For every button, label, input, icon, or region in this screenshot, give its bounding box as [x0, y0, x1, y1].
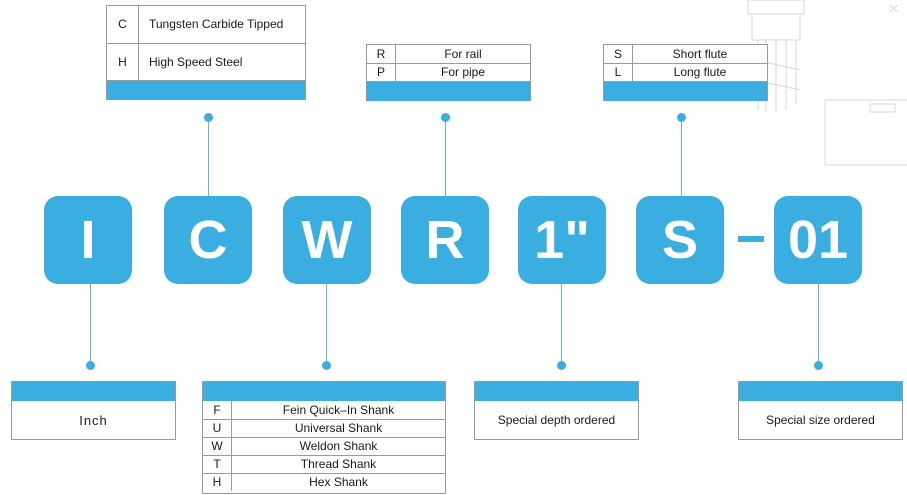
table-header-bar: [107, 80, 305, 99]
code-tile-depth: 1": [518, 196, 606, 284]
code-cell: H: [107, 43, 139, 81]
connector-dot-depth: [557, 361, 566, 370]
code-cell: H: [203, 473, 232, 491]
table-header-bar: [203, 382, 445, 401]
table-row: R For rail: [367, 45, 530, 64]
code-cell: F: [203, 401, 232, 420]
application-table: R For rail P For pipe: [366, 44, 531, 101]
code-tile-material: C: [164, 196, 252, 284]
separator-dash: [738, 236, 764, 242]
table-row: W Weldon Shank: [203, 437, 445, 456]
description-cell: Tungsten Carbide Tipped: [138, 6, 305, 44]
description-cell: Short flute: [632, 45, 767, 64]
code-cell: T: [203, 455, 232, 474]
table-row: U Universal Shank: [203, 419, 445, 438]
table-header-bar: [475, 382, 638, 401]
material-table: C Tungsten Carbide Tipped H High Speed S…: [106, 5, 306, 100]
connector-dot-flute: [677, 113, 686, 122]
table-header-bar: [12, 382, 175, 401]
table-row: T Thread Shank: [203, 455, 445, 474]
connector-dot-application: [441, 113, 450, 122]
code-cell: L: [604, 63, 633, 82]
description-cell: Universal Shank: [231, 419, 445, 438]
table-row: F Fein Quick–In Shank: [203, 401, 445, 420]
code-cell: C: [107, 6, 139, 44]
description-cell: Thread Shank: [231, 455, 445, 474]
unit-label: Inch: [79, 412, 108, 428]
table-row: S Short flute: [604, 45, 767, 64]
connector-line-size: [818, 284, 819, 366]
description-cell: Hex Shank: [309, 475, 368, 490]
description-cell: Fein Quick–In Shank: [231, 401, 445, 420]
application-rows: R For rail P For pipe: [367, 45, 530, 82]
connector-line-material: [208, 118, 209, 196]
connector-dot-size: [814, 361, 823, 370]
depth-box: Special depth ordered: [474, 381, 639, 440]
table-row: H Hex Shank: [203, 473, 445, 491]
connector-dot-unit: [86, 361, 95, 370]
code-cell: U: [203, 419, 232, 438]
code-cell: R: [367, 45, 396, 64]
code-tile-size: 01: [774, 196, 862, 284]
material-rows: C Tungsten Carbide Tipped H High Speed S…: [107, 6, 305, 81]
description-cell: Weldon Shank: [231, 437, 445, 456]
table-header-bar: [739, 382, 902, 401]
table-row: P For pipe: [367, 63, 530, 82]
size-label: Special size ordered: [766, 413, 875, 427]
code-cell: P: [367, 63, 396, 82]
connector-dot-material: [204, 113, 213, 122]
code-cell: S: [604, 45, 633, 64]
shank-rows: F Fein Quick–In Shank U Universal Shank …: [203, 401, 445, 491]
code-tile-application: R: [401, 196, 489, 284]
table-header-bar: [604, 81, 767, 101]
table-header-bar: [367, 81, 530, 101]
depth-label: Special depth ordered: [497, 413, 616, 427]
table-row: C Tungsten Carbide Tipped: [107, 6, 305, 44]
connector-line-flute: [681, 118, 682, 196]
description-cell: Long flute: [632, 63, 767, 82]
flute-table: S Short flute L Long flute: [603, 44, 768, 101]
description-cell: For pipe: [395, 63, 530, 82]
unit-box: Inch: [11, 381, 176, 440]
code-cell: W: [203, 437, 232, 456]
connector-line-unit: [90, 284, 91, 366]
table-row: H High Speed Steel: [107, 43, 305, 81]
connector-line-application: [445, 118, 446, 196]
code-tile-shank: W: [283, 196, 371, 284]
size-box: Special size ordered: [738, 381, 903, 440]
connector-dot-shank: [322, 361, 331, 370]
code-tile-unit: I: [44, 196, 132, 284]
description-cell: High Speed Steel: [138, 43, 305, 81]
description-cell: For rail: [395, 45, 530, 64]
shank-table: F Fein Quick–In Shank U Universal Shank …: [202, 381, 446, 494]
code-tile-flute: S: [636, 196, 724, 284]
flute-rows: S Short flute L Long flute: [604, 45, 767, 82]
connector-line-shank: [326, 284, 327, 366]
table-row: L Long flute: [604, 63, 767, 82]
connector-line-depth: [561, 284, 562, 366]
